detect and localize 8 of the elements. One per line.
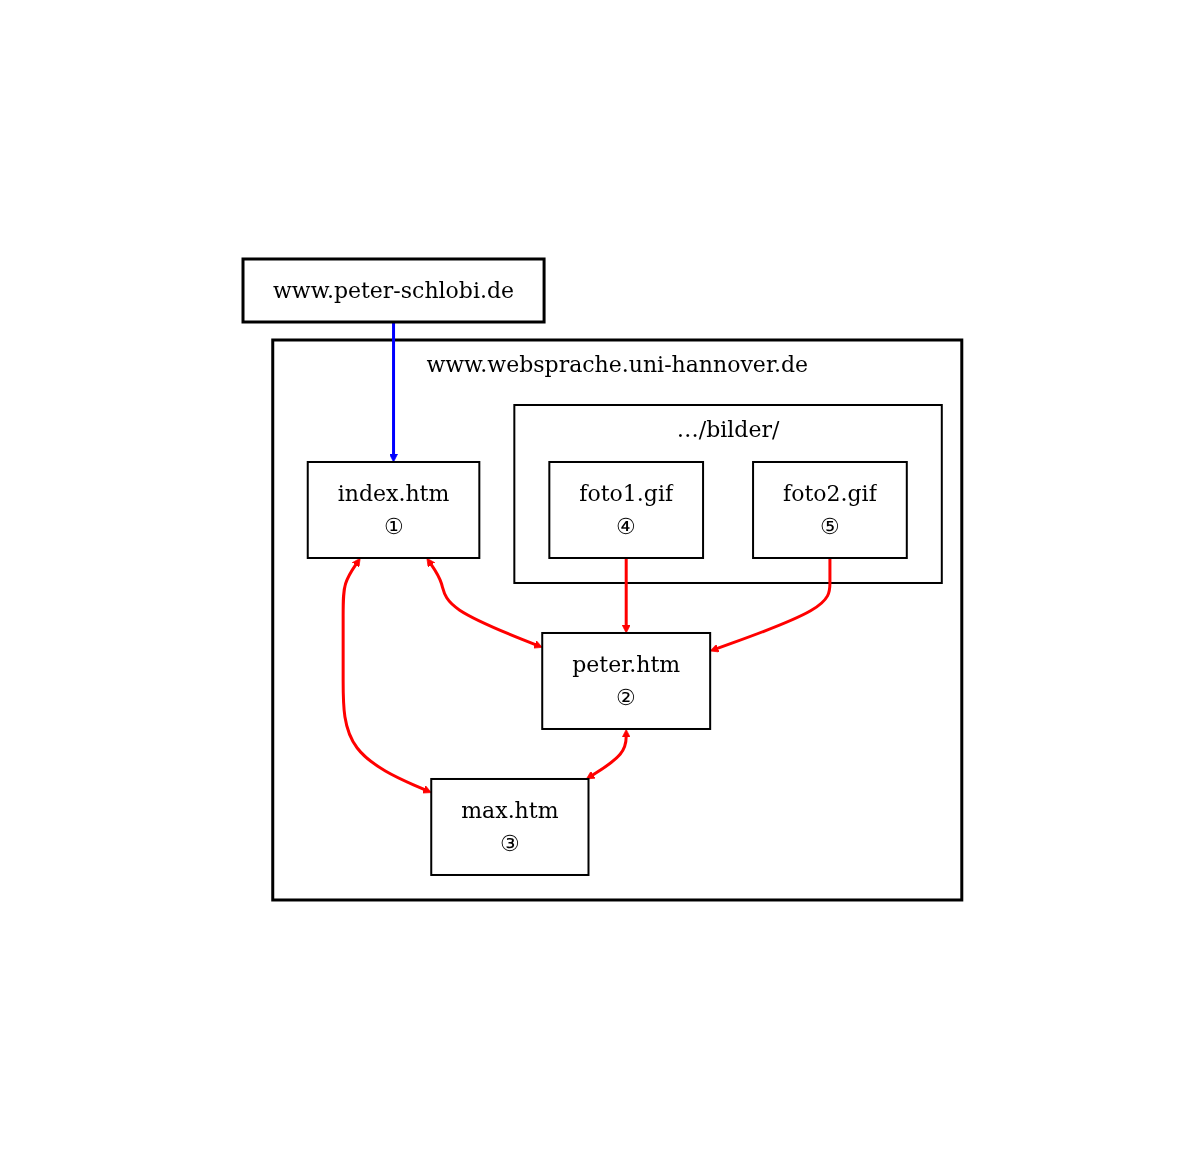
node-box: max.htm ③ <box>429 778 590 876</box>
node-box: index.htm ① <box>306 461 480 559</box>
arrow <box>388 322 398 463</box>
arrow <box>585 729 631 780</box>
arrow <box>621 558 631 634</box>
node-box: www.peter-schlobi.de <box>241 257 546 324</box>
node-box: peter.htm ② <box>540 632 711 730</box>
arrow <box>709 558 831 653</box>
